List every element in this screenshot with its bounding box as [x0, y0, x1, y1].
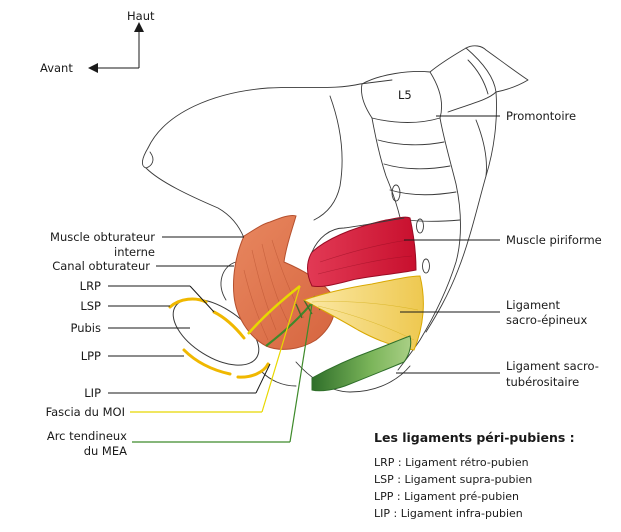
label-obturator-internus-1: Muscle obturateur	[50, 230, 155, 244]
legend-title: Les ligaments péri-pubiens :	[374, 430, 575, 445]
label-lpp: LPP	[81, 349, 101, 363]
arrow-up-icon	[134, 22, 144, 32]
sacrotuberous-ligament	[311, 335, 412, 392]
label-lip: LIP	[84, 386, 101, 400]
legend-item: LPP : Ligament pré-pubien	[374, 490, 519, 503]
ligament-lrp	[212, 310, 246, 340]
legend-item: LRP : Ligament rétro-pubien	[374, 456, 529, 469]
orientation-arrows: Haut Avant	[40, 9, 155, 75]
label-piriforme: Muscle piriforme	[506, 233, 602, 247]
ligament-lip	[236, 362, 270, 379]
label-pubis: Pubis	[70, 321, 101, 335]
label-sacro-tuberositaire-1: Ligament sacro-	[506, 359, 599, 373]
pubis	[168, 297, 270, 379]
fascia-moi-line	[247, 285, 301, 335]
leader-lines	[108, 115, 500, 443]
label-sacro-epineux-2: sacro-épineux	[506, 313, 587, 327]
label-lsp: LSP	[80, 299, 101, 313]
label-promontoire: Promontoire	[506, 109, 576, 123]
label-fascia-moi: Fascia du MOI	[46, 405, 125, 419]
label-lrp: LRP	[80, 279, 101, 293]
label-arc-tendineux-2: du MEA	[84, 444, 127, 458]
right-labels: Promontoire Muscle piriforme Ligament sa…	[506, 109, 602, 389]
label-obturator-canal: Canal obturateur	[52, 259, 150, 273]
vertebra-label: L5	[398, 88, 412, 102]
label-sacro-epineux-1: Ligament	[506, 298, 561, 312]
sacrospinous-ligament	[302, 275, 424, 351]
left-labels: Muscle obturateur interne Canal obturate…	[46, 230, 156, 458]
arrow-left-icon	[88, 63, 98, 73]
legend: Les ligaments péri-pubiens : LRP : Ligam…	[374, 430, 575, 520]
label-obturator-internus-2: interne	[114, 245, 155, 259]
label-sacro-tuberositaire-2: tubérositaire	[506, 375, 579, 389]
label-haut: Haut	[127, 9, 155, 23]
label-avant: Avant	[40, 61, 73, 75]
legend-item: LSP : Ligament supra-pubien	[374, 473, 532, 486]
ligament-lpp	[182, 348, 232, 376]
legend-item: LIP : Ligament infra-pubien	[374, 507, 523, 520]
label-arc-tendineux-1: Arc tendineux	[47, 429, 127, 443]
piriformis-muscle	[307, 216, 417, 287]
